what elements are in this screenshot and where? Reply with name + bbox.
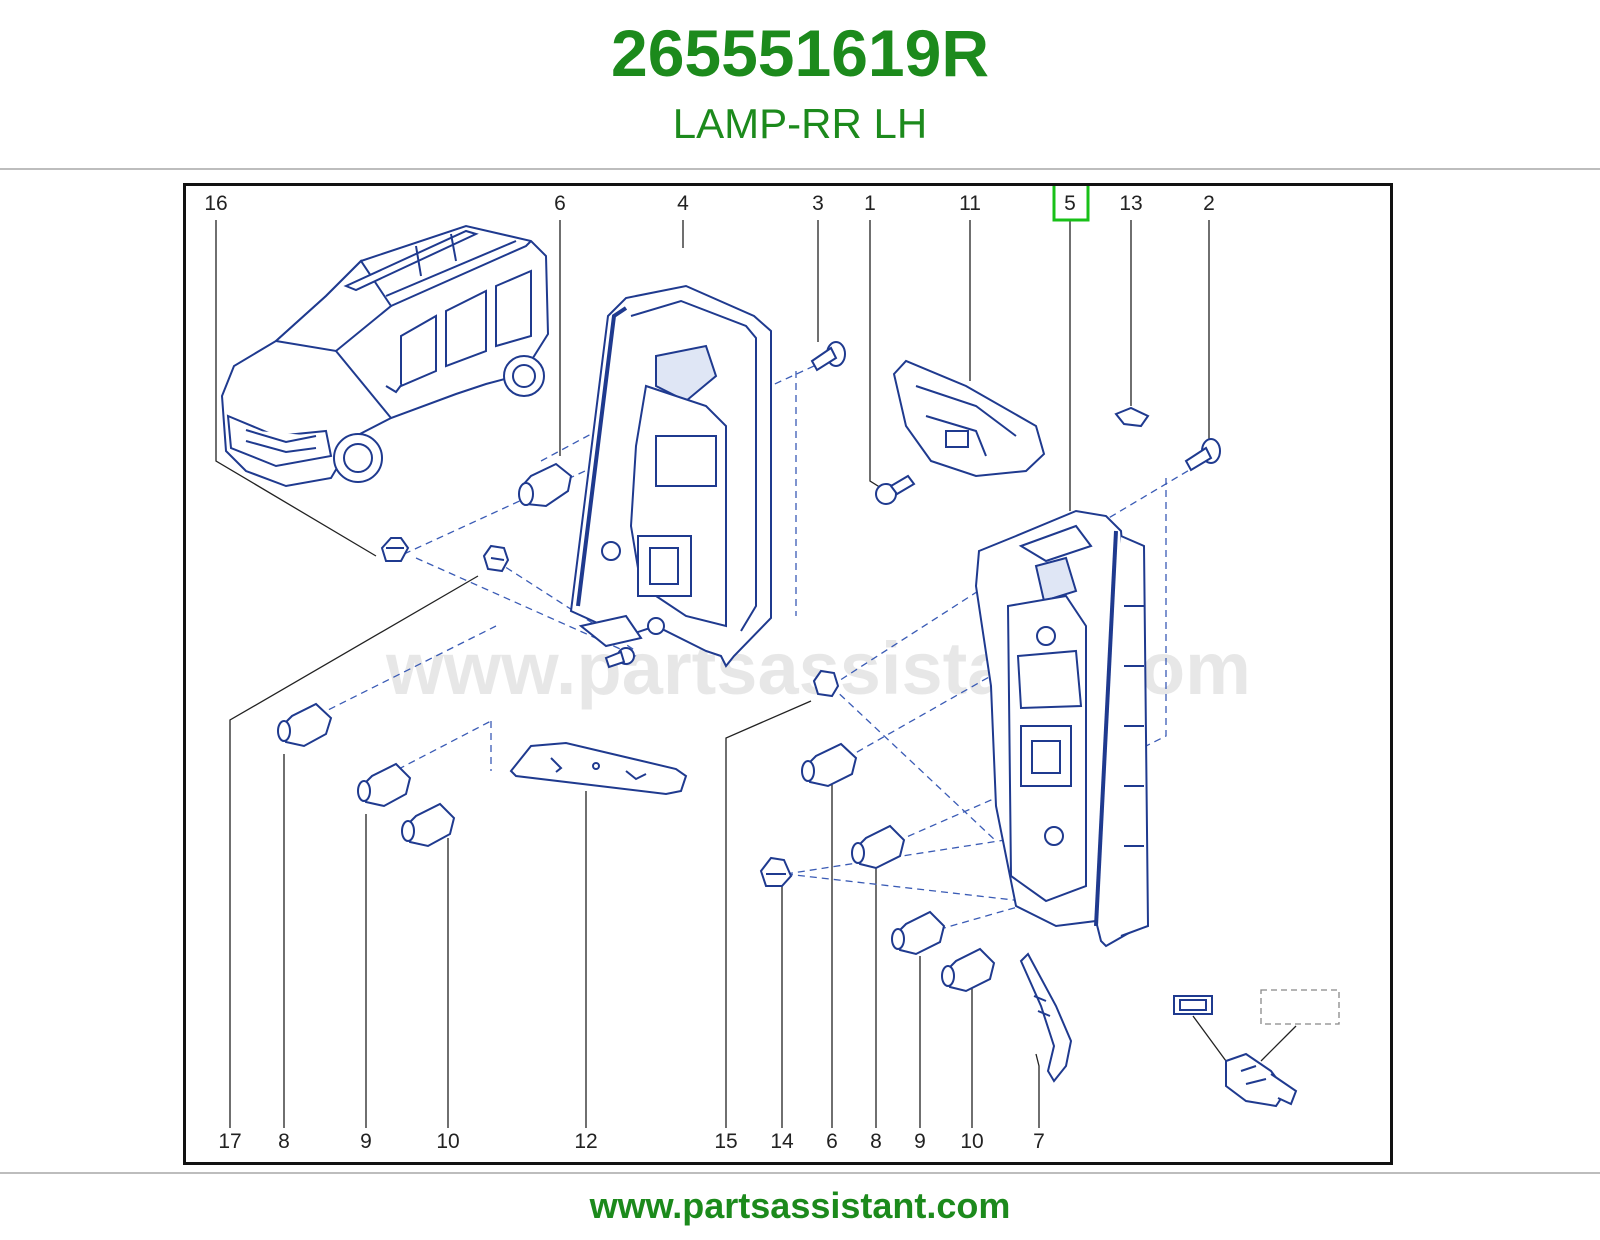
callout-3: 3 xyxy=(812,192,824,215)
callout-4: 4 xyxy=(677,192,689,215)
inset-arrow xyxy=(1192,1015,1227,1062)
callout-10-right: 10 xyxy=(960,1130,983,1153)
bulb-holder-10-right xyxy=(941,947,996,993)
inset-arrow xyxy=(1260,1025,1297,1062)
callout-6-top: 6 xyxy=(554,192,566,215)
assembly-line xyxy=(415,557,637,657)
vehicle-illustration xyxy=(220,224,550,488)
nut-15-right xyxy=(812,669,840,698)
bulb-holder-6-right xyxy=(801,742,858,788)
callout-2: 2 xyxy=(1203,192,1215,215)
callout-7: 7 xyxy=(1033,1130,1045,1153)
callout-5-highlighted[interactable]: 5 xyxy=(1064,192,1076,215)
callout-8-left: 8 xyxy=(278,1130,290,1153)
callout-14: 14 xyxy=(770,1130,794,1153)
exploded-view-drawing: www.partsassistant.com xyxy=(204,186,1340,1153)
screw-2 xyxy=(1184,438,1221,472)
nut-17 xyxy=(482,544,510,573)
clip-16 xyxy=(380,537,410,562)
callout-9-left: 9 xyxy=(360,1130,372,1153)
lamp-housing-part-4 xyxy=(569,284,772,668)
leader-1 xyxy=(869,220,887,492)
callout-12: 12 xyxy=(574,1130,597,1153)
parts-diagram: www.partsassistant.com xyxy=(183,183,1393,1165)
bulb-inset xyxy=(1173,989,1340,1108)
bulb-holder-10-left xyxy=(401,802,456,848)
assembly-line xyxy=(785,835,1032,875)
callout-16: 16 xyxy=(204,192,227,215)
callout-1: 1 xyxy=(864,192,876,215)
bulb-holder-8-right xyxy=(851,824,906,870)
callout-17: 17 xyxy=(218,1130,241,1153)
bulb-holder-9-left xyxy=(357,762,412,808)
header-divider xyxy=(0,168,1600,170)
part-name-subtitle: LAMP-RR LH xyxy=(672,100,928,147)
callout-15: 15 xyxy=(714,1130,737,1153)
assembly-line xyxy=(830,585,987,687)
screw-1 xyxy=(875,474,916,505)
reflector-12 xyxy=(509,741,688,796)
leader-17 xyxy=(229,575,479,1128)
leader-16 xyxy=(215,220,377,557)
bulb-holder-8-left xyxy=(277,702,333,748)
callout-11: 11 xyxy=(959,192,981,215)
bulb-holder-6-left xyxy=(518,462,573,508)
screw-3 xyxy=(810,341,846,372)
clip-14 xyxy=(759,856,793,887)
part-number-title: 265551619R xyxy=(610,16,990,90)
footer-website-link[interactable]: www.partsassistant.com xyxy=(589,1185,1011,1226)
highlight-box xyxy=(1052,186,1090,222)
footer-divider xyxy=(0,1172,1600,1174)
callout-8-right: 8 xyxy=(870,1130,882,1153)
lamp-assembly-part-5 xyxy=(974,509,1150,948)
bulb-holder-9-right xyxy=(891,910,946,956)
callout-13: 13 xyxy=(1119,192,1142,215)
callout-9-right: 9 xyxy=(914,1130,926,1153)
callout-6-bottom: 6 xyxy=(826,1130,838,1153)
gasket-7 xyxy=(1019,952,1073,1083)
cap-13 xyxy=(1114,406,1150,428)
bracket-11 xyxy=(892,359,1046,478)
leader-15 xyxy=(725,700,812,1128)
screw-15 xyxy=(604,647,635,669)
assembly-line xyxy=(830,685,997,842)
leader-7 xyxy=(1035,1053,1040,1128)
callout-10-left: 10 xyxy=(436,1130,459,1153)
